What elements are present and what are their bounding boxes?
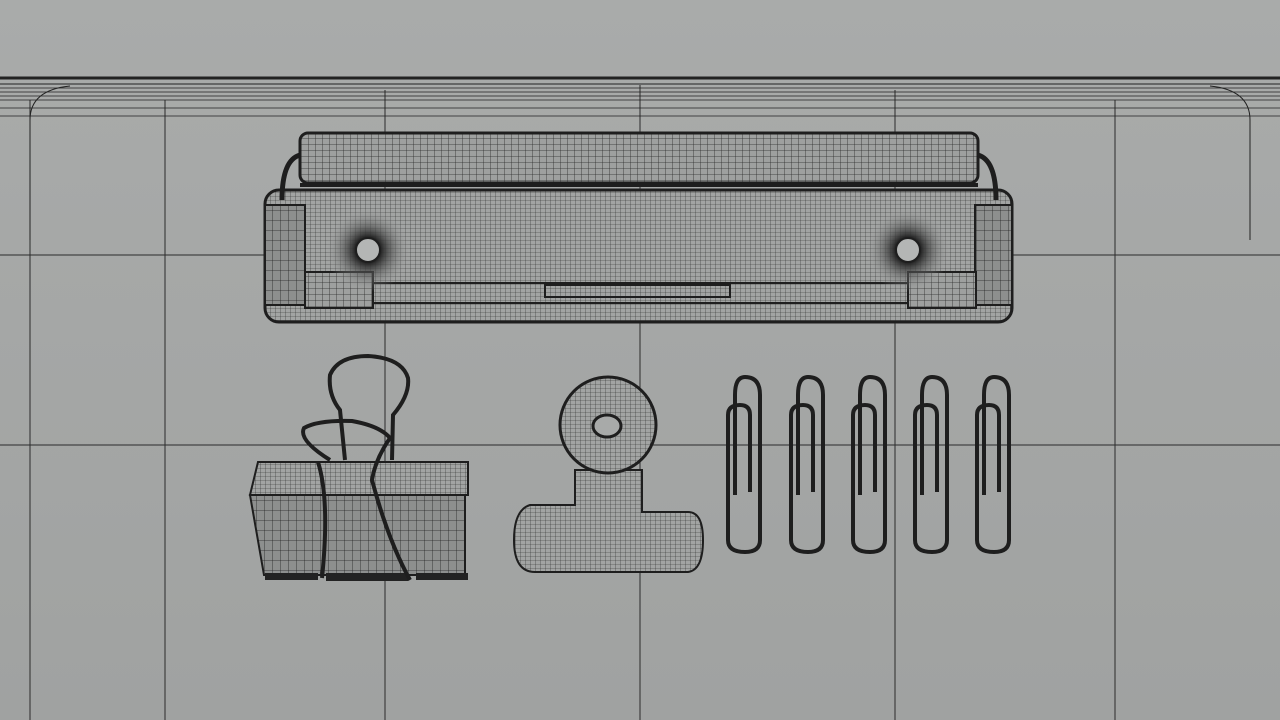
bulldog-clip [512,375,705,573]
binder-clip [248,353,469,581]
board-edge [0,76,1280,240]
paperclip [789,374,825,555]
paperclip [851,374,887,555]
paperclips [726,374,1011,555]
paperclip [726,374,762,555]
paperclip [975,374,1011,555]
clipboard-clip [263,131,1014,324]
paperclip [913,374,949,555]
